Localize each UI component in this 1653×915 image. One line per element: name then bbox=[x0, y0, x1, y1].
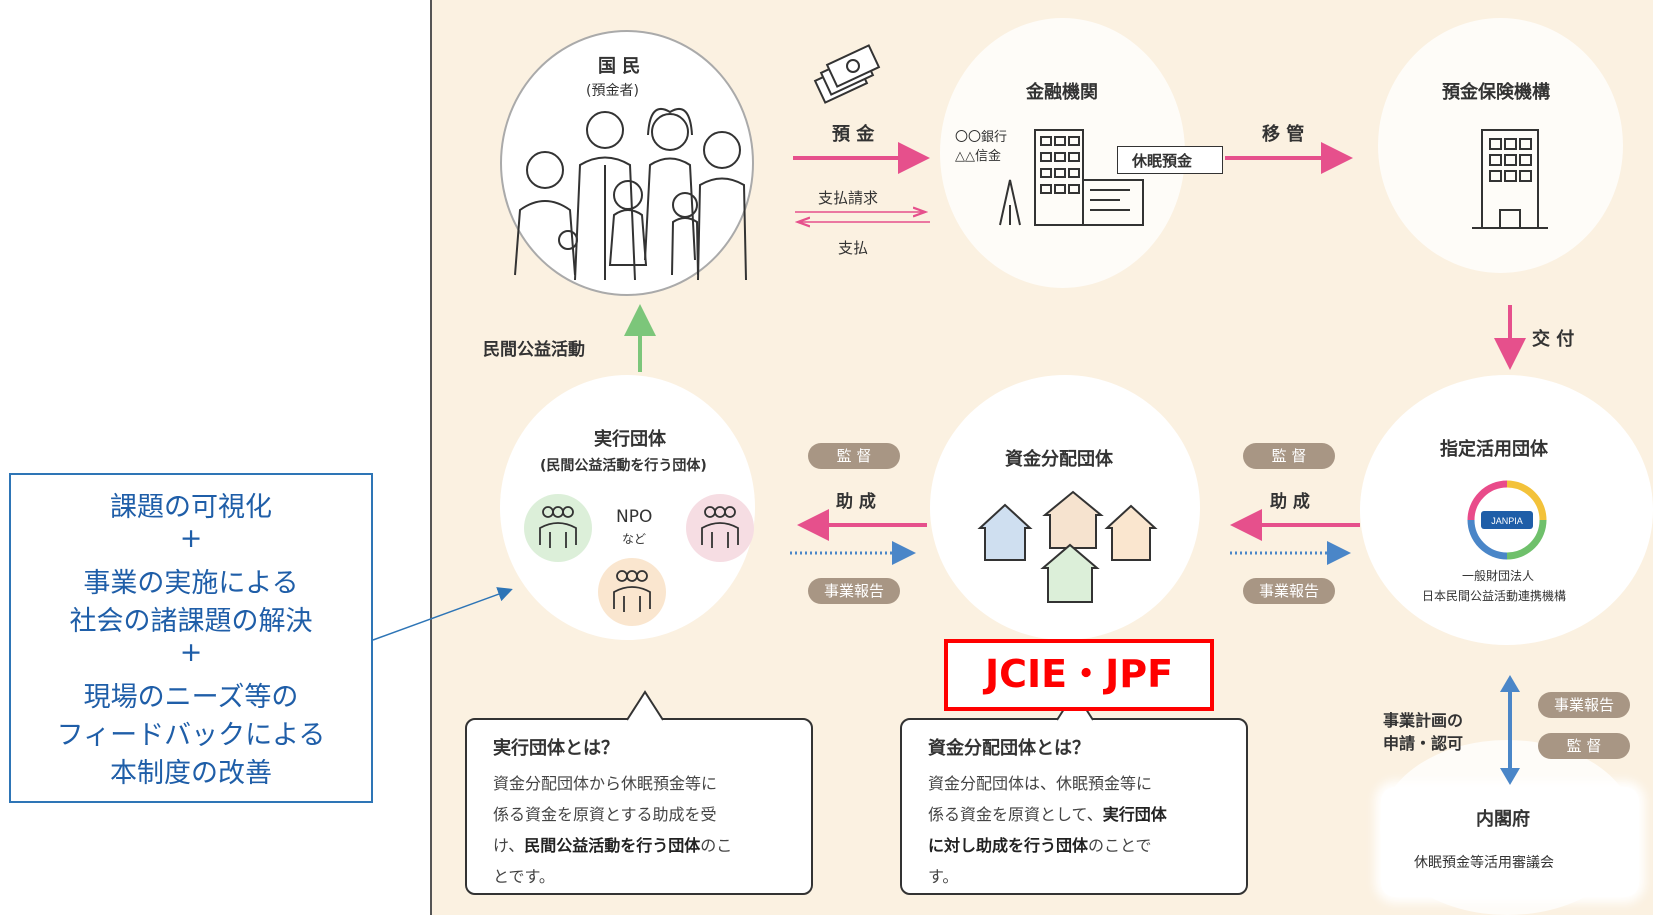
dormant-deposit-label: 休眠預金 bbox=[1132, 152, 1193, 170]
outcome-box: 課題の可視化 + 事業の実施による 社会の諸課題の解決 + 現場のニーズ等の フ… bbox=[9, 473, 373, 803]
janpia-logo: JANPIA bbox=[1467, 480, 1547, 560]
designated-circle bbox=[1360, 375, 1653, 645]
payment-request-label: 支払請求 bbox=[818, 189, 879, 207]
fund-callout-text: 係る資金を原資として、 bbox=[928, 805, 1103, 824]
janpia-logo-text: JANPIA bbox=[1491, 516, 1523, 526]
outcome-line: 課題の可視化 bbox=[110, 492, 272, 523]
citizens-subtitle: (預金者) bbox=[586, 83, 639, 99]
outcome-plus: + bbox=[179, 637, 203, 668]
bank-name-2: △△信金 bbox=[955, 149, 1001, 164]
supervision-pill: 監 督 bbox=[808, 443, 900, 469]
exec-callout-line: 資金分配団体から休眠預金等に bbox=[493, 774, 718, 793]
dic-building-icon bbox=[1472, 129, 1548, 229]
groups-illustration bbox=[524, 494, 754, 626]
npo-etc-label: など bbox=[622, 532, 647, 546]
subsidy-label: 助 成 bbox=[836, 492, 876, 512]
fund-callout-emphasis: に対し助成を行う団体 bbox=[928, 836, 1089, 855]
outcome-line: 社会の諸課題の解決 bbox=[69, 606, 313, 637]
outcome-line: 事業の実施による bbox=[83, 568, 299, 599]
dic-title: 預金保険機構 bbox=[1442, 82, 1550, 103]
report-pill: 事業報告 bbox=[1538, 692, 1630, 718]
family-illustration bbox=[514, 107, 747, 281]
bank-building-icon bbox=[999, 129, 1144, 226]
public-activity-label: 民間公益活動 bbox=[483, 340, 585, 360]
cabinet-box bbox=[1381, 787, 1639, 897]
citizens-title: 国 民 bbox=[598, 56, 641, 77]
exec-callout-pointer bbox=[626, 690, 664, 721]
subsidy-label: 助 成 bbox=[1270, 492, 1310, 512]
designated-title: 指定活用団体 bbox=[1440, 439, 1548, 460]
money-icon bbox=[813, 44, 881, 104]
outcome-line: 本制度の改善 bbox=[110, 758, 272, 789]
bank-title: 金融機関 bbox=[1026, 82, 1098, 103]
exec-callout-emphasis: 民間公益活動を行う団体 bbox=[524, 836, 701, 855]
supervision-pill: 監 督 bbox=[1243, 443, 1335, 469]
report-pill: 事業報告 bbox=[1243, 578, 1335, 604]
outcome-plus: + bbox=[179, 523, 203, 554]
exec-subtitle: (民間公益活動を行う団体) bbox=[540, 458, 707, 474]
jcie-jpf-highlight: JCIE・JPF bbox=[944, 639, 1214, 711]
exec-callout-title: 実行団体とは？ bbox=[493, 738, 619, 759]
report-pill: 事業報告 bbox=[808, 578, 900, 604]
exec-callout-text: のこ bbox=[700, 836, 733, 855]
exec-title: 実行団体 bbox=[594, 429, 666, 450]
exec-callout-text: け、 bbox=[493, 836, 525, 855]
designated-org-type: 一般財団法人 bbox=[1462, 569, 1535, 583]
exec-callout-line: とです。 bbox=[493, 867, 555, 886]
fund-callout-line: す。 bbox=[928, 867, 959, 886]
issue-label: 交 付 bbox=[1532, 329, 1575, 350]
exec-callout: 実行団体とは？ 資金分配団体から休眠預金等に 係る資金を原資とする助成を受 け、… bbox=[465, 718, 813, 895]
cabinet-subtitle: 休眠預金等活用審議会 bbox=[1414, 855, 1554, 871]
fund-callout: 資金分配団体とは？ 資金分配団体は、休眠預金等に 係る資金を原資として、実行団体… bbox=[900, 718, 1248, 895]
cabinet-title: 内閣府 bbox=[1476, 809, 1530, 830]
fund-callout-line: 資金分配団体は、休眠預金等に bbox=[928, 774, 1153, 793]
supervision-pill: 監 督 bbox=[1538, 733, 1630, 759]
designated-org-name: 日本民間公益活動連携機構 bbox=[1422, 589, 1567, 603]
plan-label-1: 事業計画の bbox=[1383, 711, 1464, 730]
deposit-label: 預 金 bbox=[832, 124, 875, 145]
fund-callout-title: 資金分配団体とは？ bbox=[928, 738, 1090, 759]
bank-name-1: 〇〇銀行 bbox=[955, 130, 1008, 145]
fund-title: 資金分配団体 bbox=[1005, 449, 1113, 470]
outcome-pointer-arrow bbox=[372, 587, 513, 641]
payment-label: 支払 bbox=[838, 239, 869, 257]
npo-label: NPO bbox=[616, 507, 653, 527]
outcome-line: 現場のニーズ等の bbox=[83, 682, 299, 713]
transfer-label: 移 管 bbox=[1262, 124, 1305, 145]
dormant-deposit-box: 休眠預金 bbox=[1117, 146, 1223, 174]
outcome-line: フィードバックによる bbox=[56, 720, 326, 751]
exec-callout-line: 係る資金を原資とする助成を受 bbox=[493, 805, 717, 824]
houses-illustration bbox=[977, 490, 1158, 603]
fund-callout-text: のことで bbox=[1088, 836, 1152, 855]
plan-label-2: 申請・認可 bbox=[1383, 734, 1464, 753]
fund-callout-emphasis: 実行団体 bbox=[1102, 805, 1167, 824]
